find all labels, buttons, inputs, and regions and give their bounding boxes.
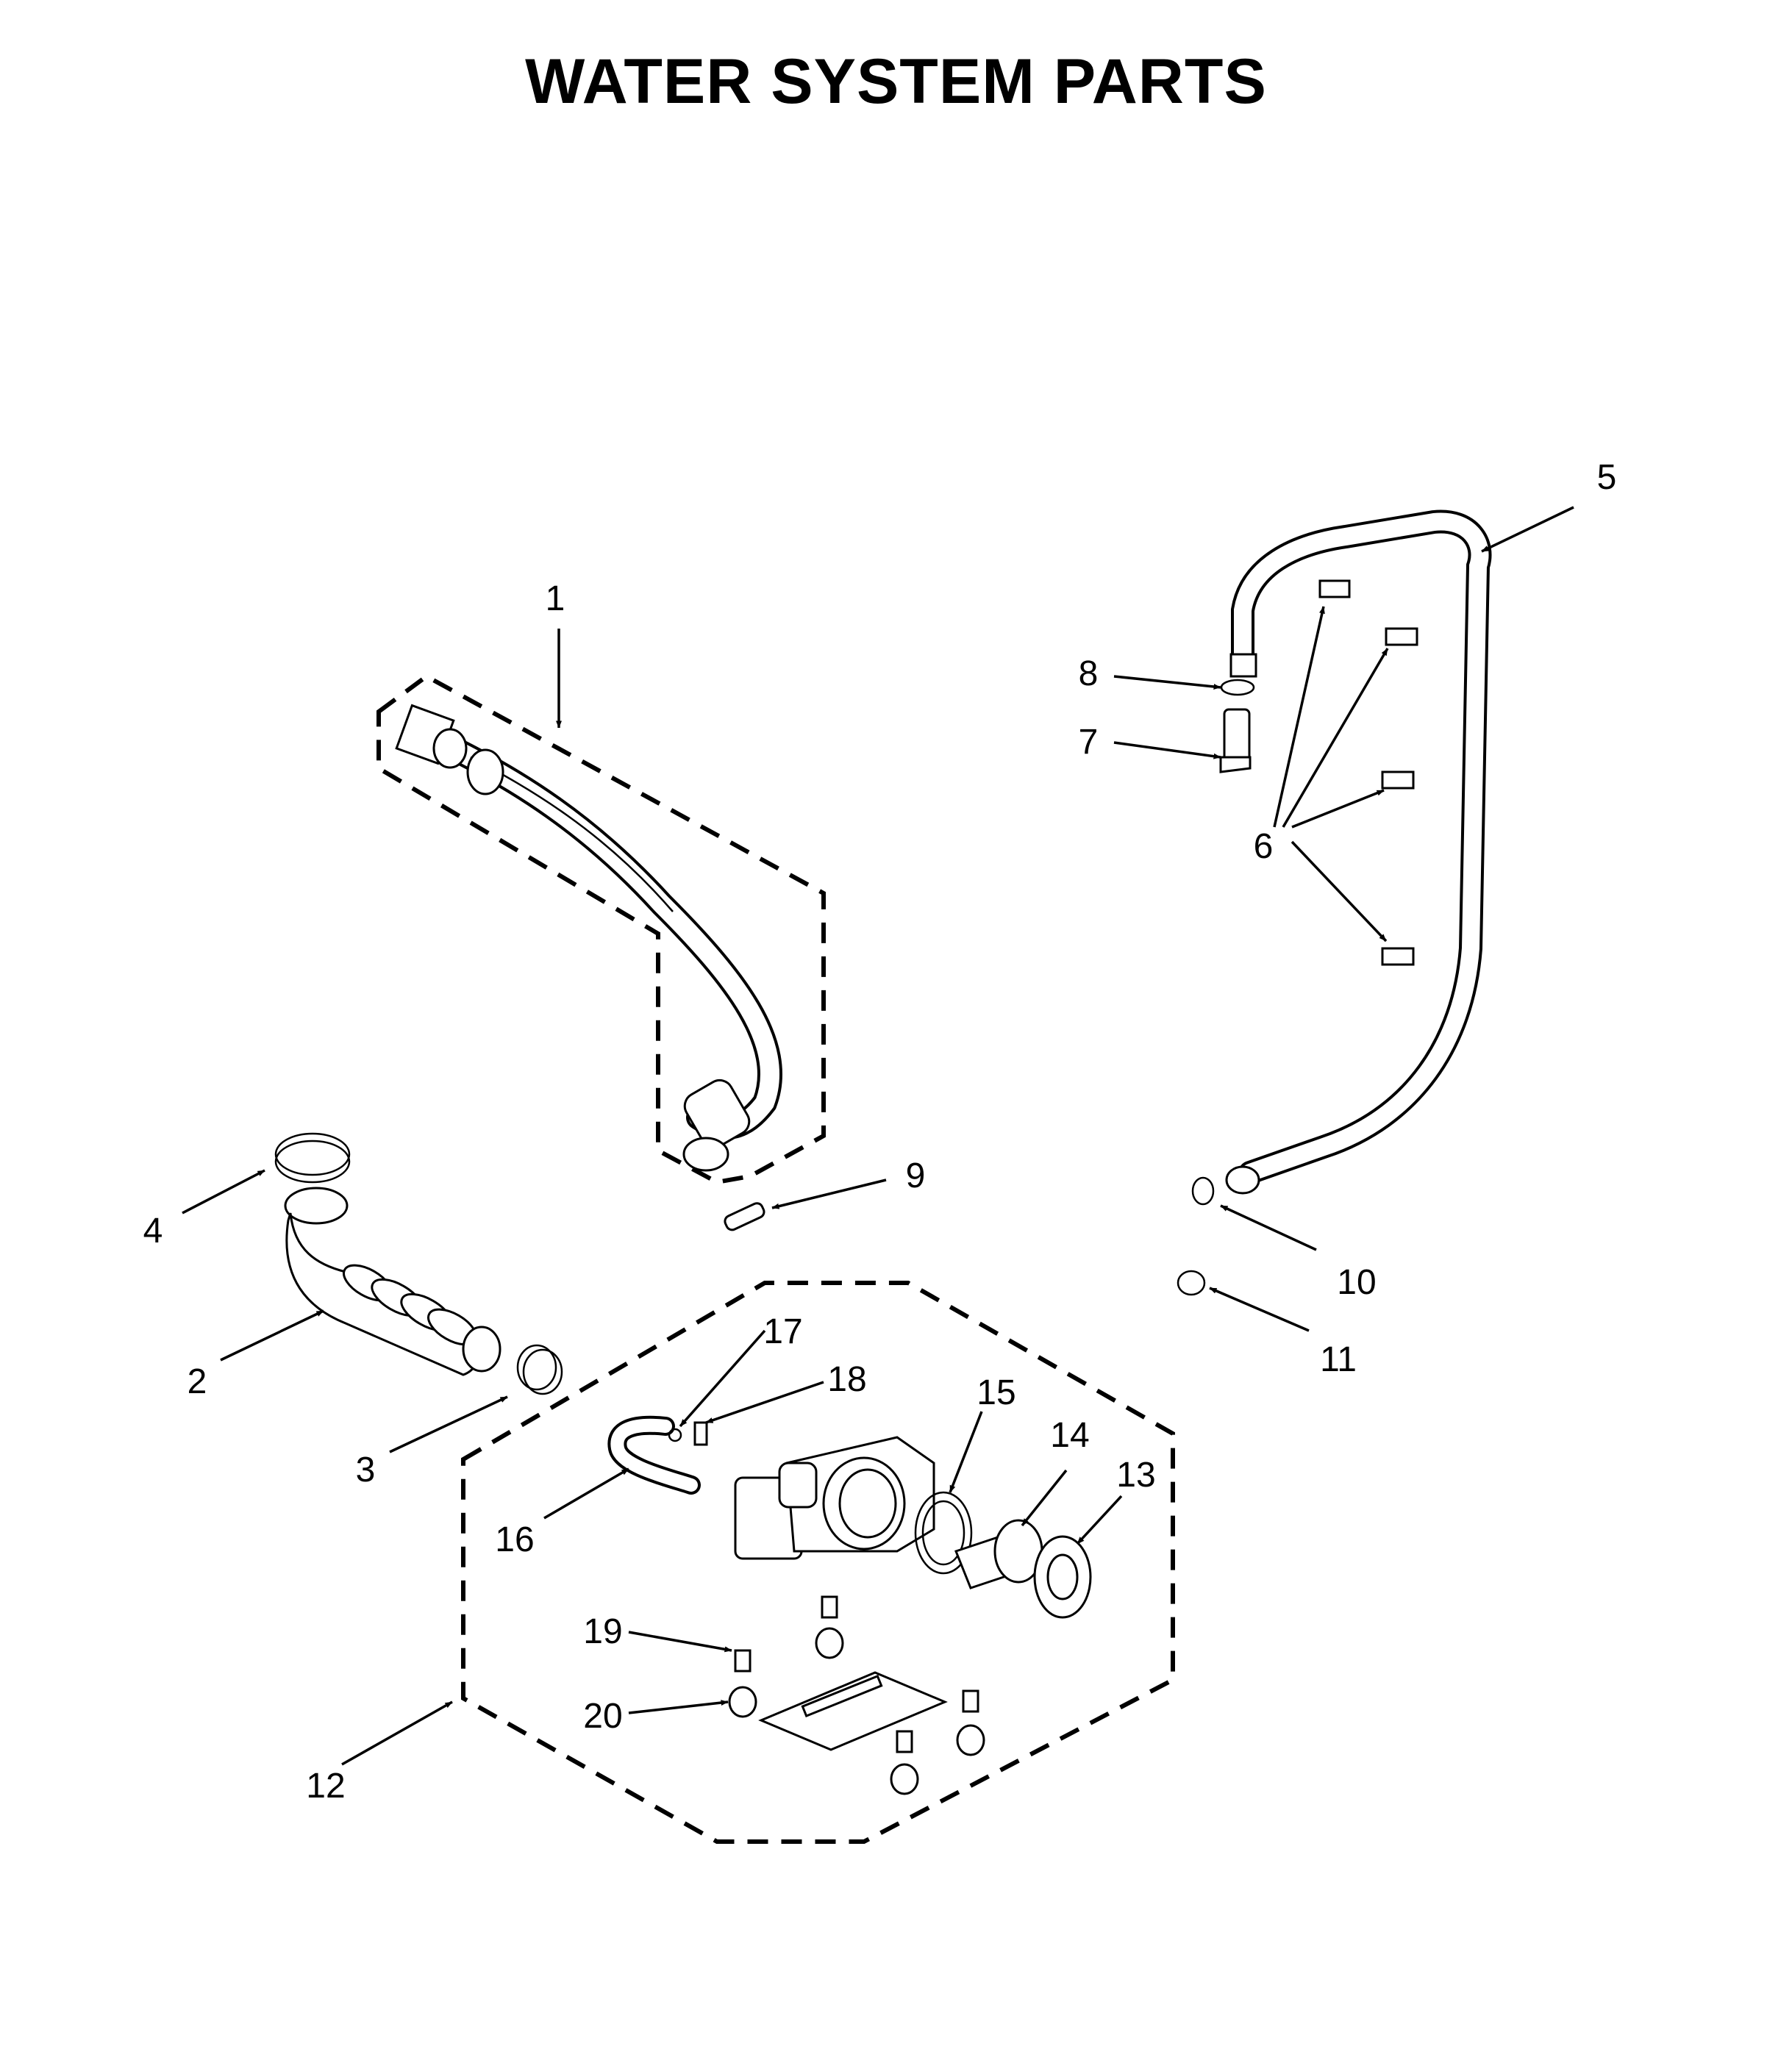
page-title: WATER SYSTEM PARTS	[525, 46, 1267, 117]
part-7-elbow	[1219, 708, 1252, 773]
callout-17: 17	[763, 1312, 802, 1351]
part-14-impeller	[954, 1519, 1043, 1589]
part-19-screws	[734, 1595, 979, 1753]
callout-20: 20	[583, 1697, 622, 1736]
part-1-hose-assembly	[376, 673, 826, 1185]
callout-14: 14	[1050, 1416, 1089, 1455]
callout-1: 1	[546, 579, 565, 618]
callout-2: 2	[188, 1362, 207, 1401]
part-11-clamp	[1177, 1270, 1206, 1296]
leader-lines	[182, 506, 1574, 1766]
callout-12: 12	[306, 1767, 345, 1806]
part-20-grommets	[728, 1627, 985, 1795]
part-18-clip	[693, 1421, 708, 1446]
callout-18: 18	[827, 1360, 866, 1399]
part-17-clip	[668, 1428, 682, 1442]
callout-13: 13	[1116, 1456, 1155, 1495]
callout-7: 7	[1079, 723, 1099, 762]
mounting-plate	[758, 1671, 948, 1751]
callout-19: 19	[583, 1612, 622, 1651]
part-6-clips	[1318, 579, 1418, 966]
callout-9: 9	[906, 1156, 926, 1195]
part-12-pump-assembly	[461, 1281, 1175, 1844]
callout-labels: 1 2 3 4 5 6 7 8 9 10 11 12 13 14 15 16 1…	[143, 458, 1617, 1806]
callout-5: 5	[1597, 458, 1617, 497]
part-9-pin	[724, 1202, 765, 1231]
part-10-clamp	[1191, 1176, 1215, 1206]
drain-pump-body	[734, 1436, 935, 1560]
part-15-gasket	[914, 1491, 973, 1575]
part-5-drain-hose	[1225, 509, 1492, 1195]
callout-16: 16	[495, 1520, 534, 1559]
callout-3: 3	[356, 1451, 376, 1489]
part-2-sump-hose	[284, 1187, 501, 1376]
callout-15: 15	[977, 1373, 1015, 1412]
part-8-clamp	[1220, 679, 1255, 696]
part-4-clamp	[274, 1132, 351, 1184]
part-3-clamp	[516, 1344, 563, 1395]
part-13-cap	[1033, 1535, 1092, 1619]
callout-8: 8	[1079, 654, 1099, 693]
callout-4: 4	[143, 1212, 163, 1251]
callout-11: 11	[1320, 1340, 1357, 1379]
callout-6: 6	[1254, 827, 1274, 866]
callout-10: 10	[1337, 1263, 1376, 1302]
part-16-hose	[607, 1415, 701, 1495]
